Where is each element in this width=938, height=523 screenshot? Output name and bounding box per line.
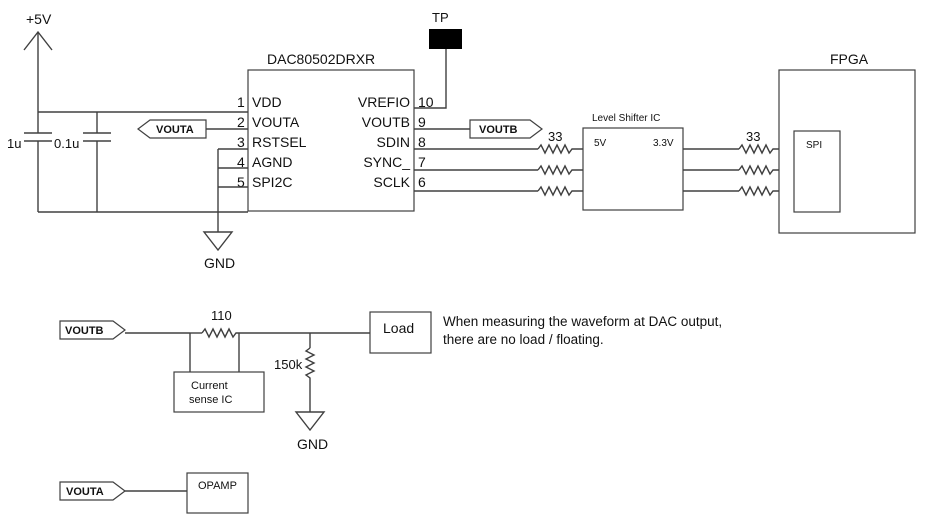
pin-name-voutb: VOUTB: [362, 114, 410, 130]
resistor-value-left: 33: [548, 129, 562, 144]
pin-name-rstsel: RSTSEL: [252, 134, 307, 150]
pin-name-vouta: VOUTA: [252, 114, 300, 130]
pin-num-2: 2: [237, 114, 245, 130]
power-rail-label: +5V: [26, 11, 52, 27]
pin-name-spi2c: SPI2C: [252, 174, 292, 190]
pin-name-vrefio: VREFIO: [358, 94, 410, 110]
test-point: [429, 29, 462, 49]
level-shifter-5v: 5V: [594, 138, 607, 149]
vouta-port-label-opamp: VOUTA: [66, 486, 104, 498]
power-arrow-icon: [23, 30, 53, 112]
resistor-33-4: [738, 143, 794, 155]
gnd-label-load: GND: [297, 436, 328, 452]
fpga-title: FPGA: [830, 51, 869, 67]
voutb-port-flag: [414, 119, 543, 139]
pin-num-9: 9: [418, 114, 426, 130]
fpga-spi-label: SPI: [806, 140, 822, 151]
load-label: Load: [383, 320, 414, 336]
cap1-label: 1u: [7, 136, 21, 151]
resistor-33-2: [537, 164, 583, 176]
dac-name: DAC80502DRXR: [267, 51, 375, 67]
capacitor-0.1u: [83, 132, 111, 212]
resistor-33-6: [738, 185, 794, 197]
current-sense-line2: sense IC: [189, 394, 232, 406]
resistor-150k-label: 150k: [274, 357, 303, 372]
dac-chip: [247, 69, 415, 212]
pin-name-vdd: VDD: [252, 94, 282, 110]
resistor-150k: [304, 347, 316, 412]
pin-num-10: 10: [418, 94, 434, 110]
resistor-110: [201, 327, 239, 339]
resistor-value-right: 33: [746, 129, 760, 144]
vouta-port-label: VOUTA: [156, 124, 194, 136]
measurement-note: When measuring the waveform at DAC outpu…: [443, 314, 723, 347]
resistor-33-5: [738, 164, 794, 176]
pin-name-sclk: SCLK: [373, 174, 410, 190]
level-shifter-3v3: 3.3V: [653, 138, 674, 149]
cap2-label: 0.1u: [54, 136, 79, 151]
test-point-label: TP: [432, 10, 449, 25]
pin-num-1: 1: [237, 94, 245, 110]
opamp-block: [186, 472, 249, 514]
fpga-spi-block: [793, 130, 841, 213]
resistor-110-label: 110: [211, 308, 232, 323]
voutb-port-flag-load: [59, 320, 126, 340]
pin-num-3: 3: [237, 134, 245, 150]
capacitor-1u: [24, 112, 52, 212]
pin-name-sync: SYNC_: [363, 154, 410, 170]
vouta-port-flag: [137, 119, 248, 139]
pin-num-4: 4: [237, 154, 245, 170]
pin-num-7: 7: [418, 154, 426, 170]
pin-num-8: 8: [418, 134, 426, 150]
current-sense-line1: Current: [191, 380, 228, 392]
gnd-label-top: GND: [204, 255, 235, 271]
pin-num-6: 6: [418, 174, 426, 190]
level-shifter-title: Level Shifter IC: [592, 113, 660, 124]
voutb-port-label-load: VOUTB: [65, 325, 104, 337]
load-block: [369, 311, 432, 354]
pin-name-sdin: SDIN: [377, 134, 410, 150]
pin-name-agnd: AGND: [252, 154, 292, 170]
current-sense-ic: [173, 371, 265, 413]
opamp-label: OPAMP: [198, 480, 237, 492]
resistor-33-1: [537, 143, 583, 155]
voutb-port-label: VOUTB: [479, 124, 518, 136]
level-shifter-ic: [582, 127, 684, 211]
vouta-port-flag-opamp: [59, 481, 126, 501]
resistor-33-3: [537, 185, 583, 197]
ground-symbol-load-icon: [294, 411, 326, 432]
ground-symbol-icon: [202, 231, 234, 252]
pin-num-5: 5: [237, 174, 245, 190]
